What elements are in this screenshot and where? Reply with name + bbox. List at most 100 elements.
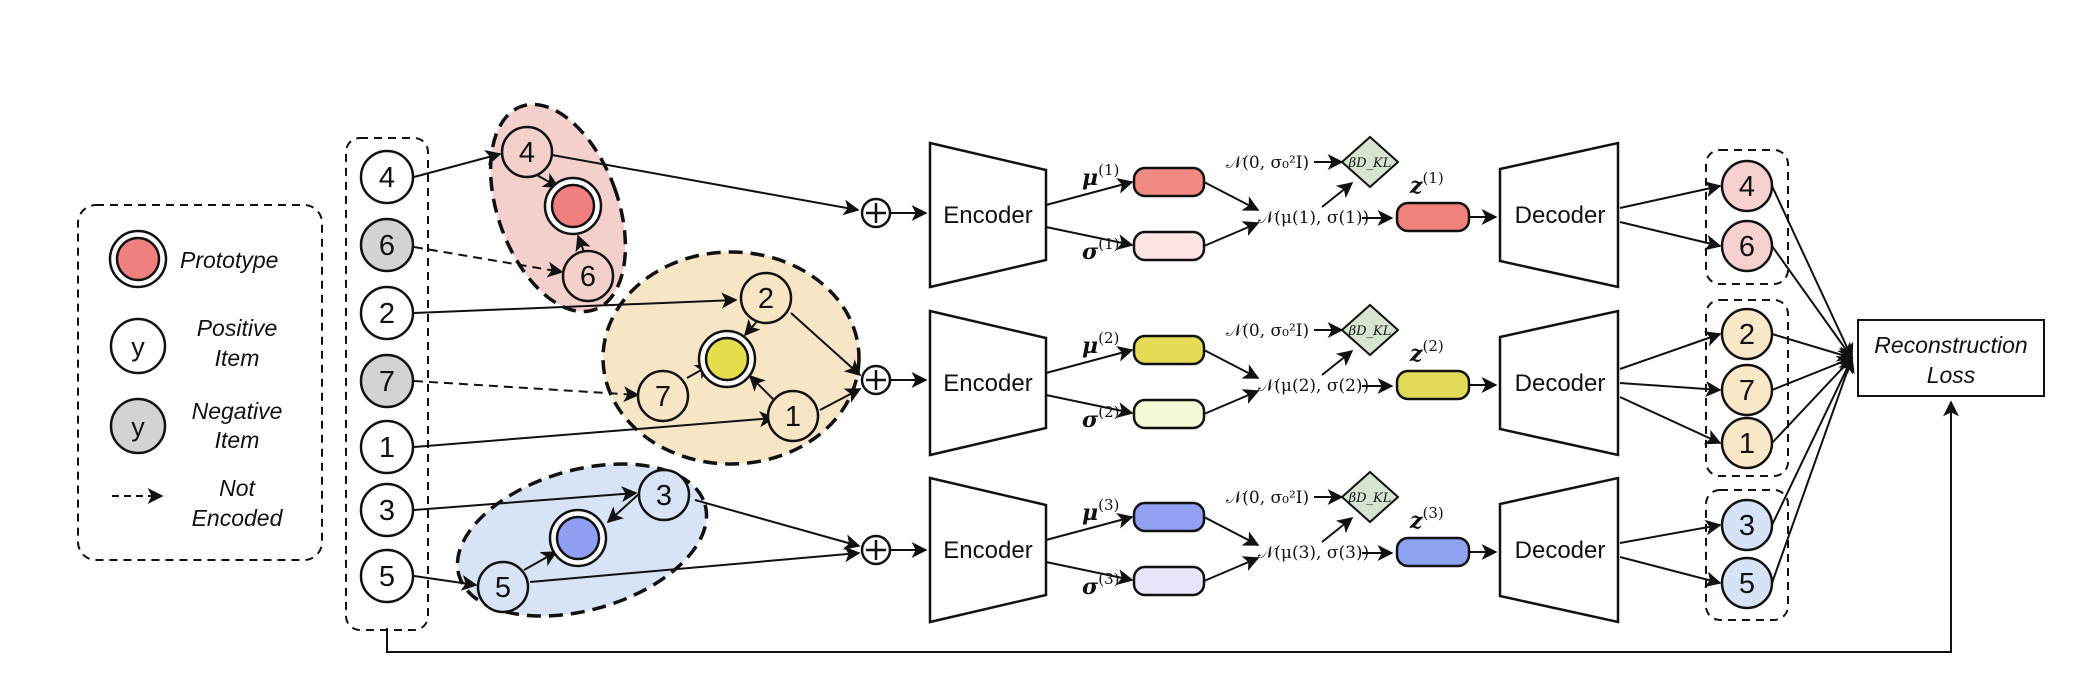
sigma-label: σ(2)	[1082, 403, 1119, 433]
cluster-1-item-6: 6	[561, 249, 615, 303]
input-item-label: 7	[379, 366, 395, 398]
kl-divergence-node	[1340, 303, 1400, 357]
mu-vector	[1132, 166, 1206, 198]
input-item-3: 3	[359, 482, 415, 538]
latent-z	[1395, 536, 1471, 568]
edge-3-to-proto	[606, 491, 642, 524]
recon-item-label: 2	[1739, 319, 1755, 351]
loss-label-2: Loss	[1927, 362, 1976, 388]
cluster-2-item-7: 7	[636, 369, 690, 423]
decoder-block	[1498, 141, 1620, 289]
posterior-label: 𝒩(μ(3), σ(3))	[1258, 543, 1369, 563]
mu-vector	[1132, 501, 1206, 533]
prototype-icon	[555, 515, 601, 561]
recon-item-label: 6	[1739, 231, 1755, 263]
cluster-3-prototype	[548, 508, 608, 568]
cluster-2-item-1: 1	[766, 389, 820, 443]
input-item-label: 2	[379, 298, 395, 330]
decoder-block	[1498, 476, 1620, 624]
kl-label: βD_KL	[1348, 156, 1392, 171]
legend-negative-label-1: Negative	[192, 398, 283, 424]
recon-item-label: 3	[1739, 510, 1755, 542]
input-item-7: 7	[359, 353, 415, 409]
legend-prototype-label: Prototype	[180, 247, 278, 273]
legend-not-encoded-label-2: Encoded	[192, 505, 284, 531]
input-item-2: 2	[359, 285, 415, 341]
input-item-1: 1	[359, 419, 415, 475]
decoder-label: Decoder	[1515, 370, 1606, 397]
edge-1-to-proto	[748, 374, 777, 403]
z-label: z(3)	[1409, 504, 1444, 534]
edge-2-to-plus	[790, 312, 862, 377]
legend-negative-label-2: Item	[215, 427, 260, 453]
edge-6-not-encoded	[413, 246, 564, 278]
edge-3-to-plus	[694, 499, 861, 550]
recon-item-label: 4	[1739, 171, 1755, 203]
legend-positive-label-1: Positive	[197, 315, 278, 341]
kl-divergence-node	[1340, 135, 1400, 189]
cluster-1-prototype	[543, 176, 603, 236]
posterior-label: 𝒩(μ(1), σ(1))	[1258, 208, 1369, 228]
kl-label: βD_KL	[1348, 324, 1392, 339]
recon-items: 4 6 2 7 1 3 5	[1619, 159, 1855, 610]
mu-vector	[1132, 334, 1206, 366]
legend-negative: y Negative Item	[109, 397, 283, 455]
cluster-3-item-3: 3	[637, 468, 691, 522]
cluster-2-item-2: 2	[739, 271, 793, 325]
plus-node-3	[860, 534, 892, 566]
encoder-label: Encoder	[943, 537, 1032, 564]
z-label: z(2)	[1409, 337, 1444, 367]
edge-1-to-cluster	[413, 411, 776, 448]
encoder-label: Encoder	[943, 370, 1032, 397]
kl-label: βD_KL	[1348, 491, 1392, 506]
latent-z	[1395, 201, 1471, 233]
edge-5-to-cluster	[413, 575, 478, 591]
cluster-3-item-5: 5	[476, 560, 530, 614]
legend-positive: y Positive Item	[109, 315, 278, 375]
legend-prototype: Prototype	[108, 229, 278, 289]
legend-not-encoded-label-1: Not	[219, 475, 256, 501]
input-edges	[413, 149, 862, 591]
sigma-vector	[1132, 230, 1206, 262]
sigma-label: σ(1)	[1082, 235, 1119, 265]
posterior-label: 𝒩(μ(2), σ(2))	[1258, 376, 1369, 396]
cluster-1-item-4: 4	[500, 125, 554, 179]
positive-item-glyph: y	[131, 332, 145, 362]
encoder-block	[928, 309, 1048, 457]
edge-6-to-proto	[575, 234, 591, 253]
legend: Prototype y Positive Item y Negative Ite…	[77, 204, 323, 561]
positive-item-icon	[109, 317, 167, 375]
recon-item-5: 5	[1720, 556, 1774, 610]
loss-box	[1857, 319, 2045, 397]
latent-z	[1395, 369, 1471, 401]
recon-item-label: 7	[1739, 375, 1755, 407]
recon-item-7: 7	[1720, 363, 1774, 417]
reconstruction-loss: Reconstruction Loss	[1857, 319, 2045, 397]
recon-item-label: 1	[1739, 428, 1755, 460]
input-item-6: 6	[359, 217, 415, 273]
recon-item-1: 1	[1720, 416, 1774, 470]
edge-5-to-proto	[523, 551, 558, 571]
edge-7-not-encoded	[413, 380, 640, 403]
input-items: 4 6 2 7 1 3 5	[359, 149, 415, 604]
legend-positive-label-2: Item	[215, 345, 260, 371]
legend-not-encoded: Not Encoded	[112, 475, 284, 531]
edge-5-to-plus	[529, 546, 861, 583]
input-item-4: 4	[359, 149, 415, 205]
decoder-label: Decoder	[1515, 202, 1606, 229]
input-item-label: 1	[379, 432, 395, 464]
plus-nodes	[860, 197, 928, 566]
svg-text:3: 3	[656, 480, 672, 512]
edge-2-to-cluster	[413, 292, 738, 314]
cluster-nodes: 4 6 2 7 1 3 5	[476, 125, 820, 614]
prior-label: 𝒩(0, σ₀²I)	[1226, 488, 1309, 508]
input-item-label: 3	[379, 495, 395, 527]
loss-label-1: Reconstruction	[1874, 332, 2027, 358]
input-item-label: 5	[379, 561, 395, 593]
svg-text:6: 6	[580, 261, 596, 293]
recon-item-label: 5	[1739, 568, 1755, 600]
input-item-5: 5	[359, 548, 415, 604]
